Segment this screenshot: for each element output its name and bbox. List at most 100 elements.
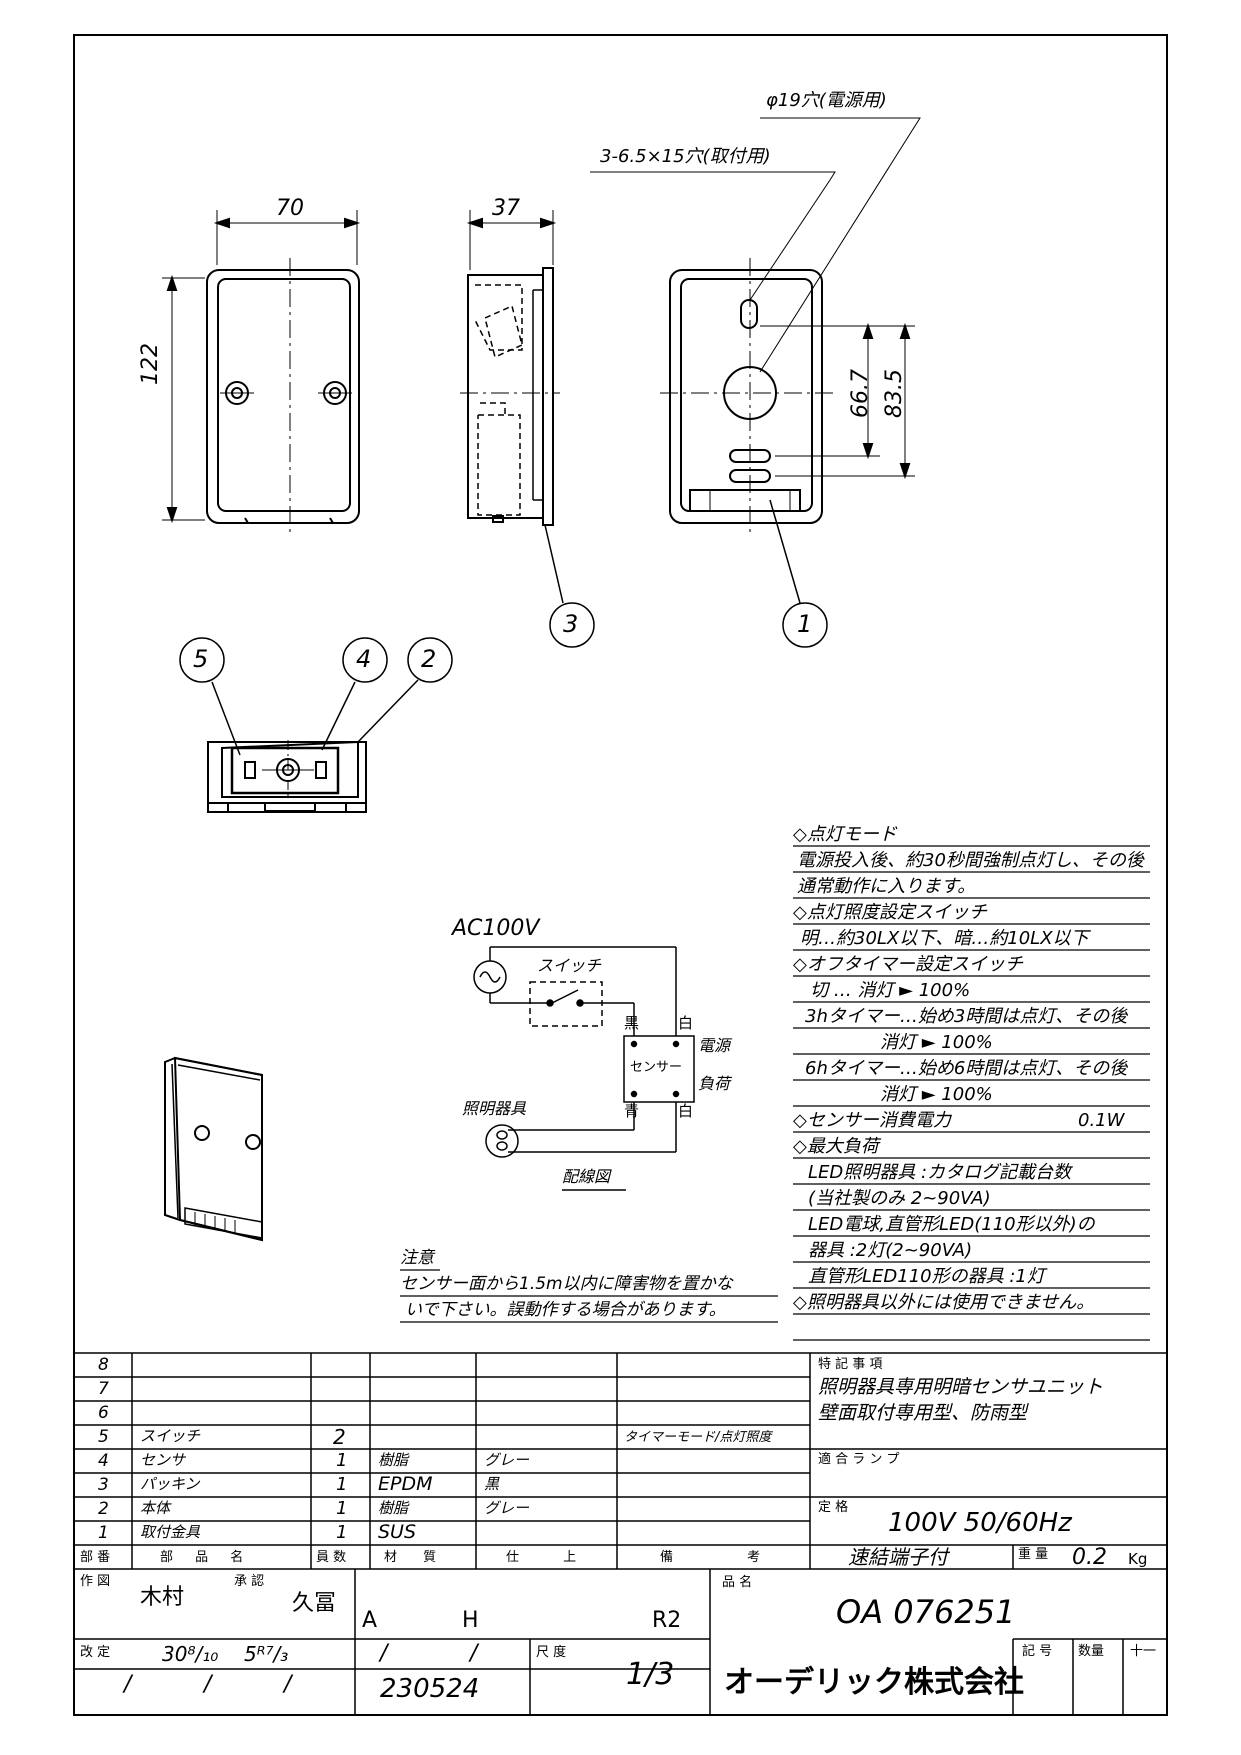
- row-finish: グレー: [484, 1499, 530, 1517]
- note-line: 0.1W: [1078, 1110, 1125, 1131]
- caution-line-2: いで下さい。誤動作する場合があります。: [405, 1300, 726, 1320]
- wiring-white1: 白: [678, 1014, 694, 1032]
- row-qty: 1: [336, 1498, 348, 1519]
- callout-circles: [179, 499, 828, 756]
- dim-width: 70: [276, 196, 304, 221]
- rating-value: 100V 50/60Hz: [888, 1508, 1072, 1538]
- row-material: 樹脂: [378, 1499, 409, 1517]
- side-view: [460, 210, 560, 526]
- qty-label: 数量: [1078, 1644, 1105, 1659]
- callout-2: 2: [421, 645, 437, 673]
- header-name: 部 品 名: [160, 1550, 244, 1565]
- rev-date-1: 30⁸/₁₀: [162, 1642, 219, 1666]
- row-qty: 1: [336, 1522, 348, 1543]
- back-view: [590, 117, 921, 535]
- row-no: 5: [98, 1427, 109, 1447]
- wiring-switch: スイッチ: [537, 956, 602, 975]
- note-line: LED照明器具 :カタログ記載台数: [808, 1162, 1072, 1183]
- drawn-label: 作 図: [80, 1574, 111, 1589]
- row-qty: 1: [336, 1450, 348, 1471]
- terminal-label: 速結端子付: [848, 1545, 948, 1569]
- row-no: 4: [98, 1451, 109, 1471]
- row-material: EPDM: [378, 1473, 433, 1495]
- row-name: 取付金具: [140, 1523, 201, 1541]
- row-qty: 2: [333, 1425, 346, 1449]
- parts-table: [74, 1352, 1167, 1570]
- callout-5: 5: [193, 645, 209, 673]
- wiring-load: 負荷: [698, 1074, 731, 1093]
- row-name: 本体: [140, 1499, 171, 1517]
- kigo-label: 記 号: [1022, 1644, 1053, 1659]
- rev-slash: /: [284, 1672, 292, 1697]
- note-line: 消灯 ► 100%: [880, 1084, 993, 1105]
- note-line: 器具 :2灯(2~90VA): [808, 1240, 973, 1261]
- date-code: 230524: [380, 1674, 480, 1704]
- caution-lines: [400, 1269, 778, 1323]
- caution-line-1: センサー面から1.5m以内に障害物を置かな: [400, 1274, 733, 1294]
- note-line: 通常動作に入ります。: [797, 876, 976, 897]
- note-line: 明…約30LX以下、暗…約10LX以下: [800, 928, 1089, 949]
- header-finish: 仕 上: [506, 1550, 577, 1565]
- approved-by: 久冨: [292, 1591, 337, 1616]
- special-label: 特 記 事 項: [818, 1357, 883, 1372]
- hinmei-label: 品 名: [722, 1575, 753, 1590]
- label-power-hole: φ19穴(電源用): [766, 90, 887, 111]
- note-line: ◇センサー消費電力: [793, 1110, 951, 1131]
- wiring-sensor: センサー: [630, 1060, 683, 1075]
- special-line-1: 照明器具専用明暗センサユニット: [818, 1376, 1104, 1398]
- kaitei-label: 改 定: [80, 1645, 111, 1660]
- row-no: 7: [98, 1379, 109, 1399]
- note-line: LED電球,直管形LED(110形以外)の: [808, 1214, 1095, 1235]
- row-finish: グレー: [484, 1451, 530, 1469]
- note-line: ◇点灯モード: [793, 824, 897, 845]
- note-line: ◇照明器具以外には使用できません。: [793, 1292, 1095, 1313]
- row-no: 2: [98, 1499, 109, 1519]
- drawing-frame: [73, 34, 1168, 1716]
- rev-slash: /: [124, 1672, 132, 1697]
- company-name: オーデリック株式会社: [724, 1665, 1024, 1700]
- weight-label: 重 量: [1018, 1547, 1049, 1562]
- notes-lines: [793, 845, 1150, 1341]
- note-line: 電源投入後、約30秒間強制点灯し、その後: [797, 850, 1144, 871]
- callout-1: 1: [797, 610, 813, 638]
- header-no: 部 番: [80, 1550, 111, 1565]
- rev-slash: /: [380, 1641, 388, 1666]
- row-no: 6: [98, 1403, 109, 1423]
- note-line: ◇最大負荷: [793, 1136, 879, 1157]
- code-a: A: [362, 1608, 378, 1633]
- scale-value: 1/3: [626, 1657, 675, 1692]
- row-material: 樹脂: [378, 1451, 409, 1469]
- note-line: ◇点灯照度設定スイッチ: [793, 902, 987, 923]
- wiring-fixture: 照明器具: [462, 1099, 527, 1118]
- scale-label: 尺 度: [536, 1645, 567, 1660]
- header-material: 材 質: [384, 1550, 437, 1565]
- dim-83-5: 83.5: [882, 369, 907, 418]
- callout-4: 4: [356, 645, 372, 673]
- row-qty: 1: [336, 1474, 348, 1495]
- note-line: (当社製のみ 2~90VA): [808, 1188, 991, 1209]
- weight-value: 0.2: [1072, 1545, 1107, 1570]
- plus-minus: 十一: [1130, 1644, 1157, 1659]
- product-number: OA 076251: [836, 1593, 1016, 1631]
- lamp-label: 適 合 ラ ン プ: [818, 1452, 900, 1467]
- weight-unit: Kg: [1128, 1550, 1148, 1568]
- row-name: パッキン: [140, 1475, 200, 1493]
- row-name: センサ: [140, 1451, 186, 1469]
- note-line: 直管形LED110形の器具 :1灯: [808, 1266, 1045, 1287]
- code-h: H: [462, 1608, 479, 1633]
- note-line: 切 … 消灯 ► 100%: [810, 980, 971, 1001]
- special-line-2: 壁面取付専用型、防雨型: [818, 1402, 1028, 1424]
- header-qty: 員 数: [316, 1550, 347, 1565]
- row-no: 1: [98, 1523, 109, 1543]
- title-block: [74, 1569, 1167, 1715]
- drawn-by: 木村: [140, 1585, 185, 1610]
- row-material: SUS: [378, 1521, 417, 1543]
- dim-depth: 37: [492, 196, 520, 221]
- row-no: 8: [98, 1355, 109, 1375]
- wiring-blue: 青: [624, 1102, 640, 1120]
- iso-view: [164, 1056, 263, 1242]
- note-line: 消灯 ► 100%: [880, 1032, 993, 1053]
- wiring-ac: AC100V: [452, 916, 540, 941]
- callout-3: 3: [563, 610, 579, 638]
